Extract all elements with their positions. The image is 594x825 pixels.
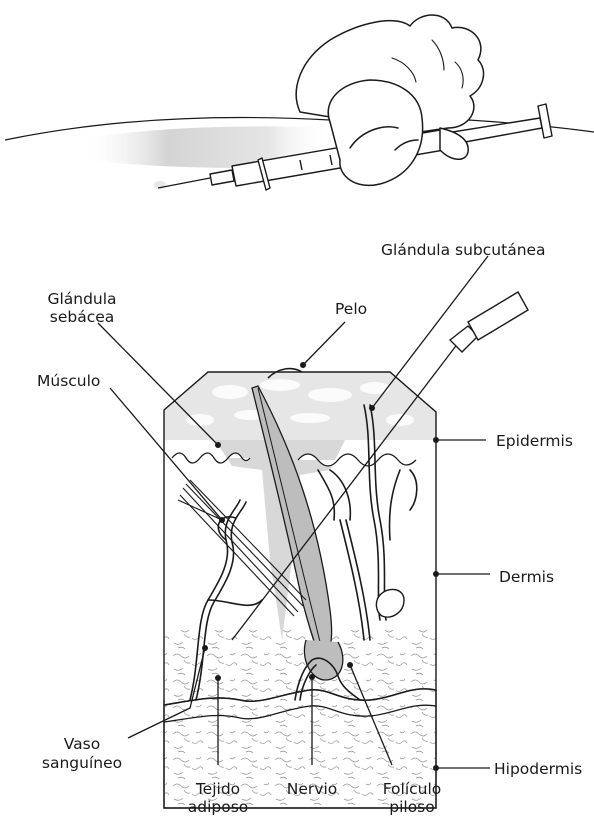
- label-nerve: Nervio: [287, 780, 337, 799]
- label-adipose-line2: adiposo: [188, 798, 249, 817]
- label-adipose-line1: Tejido: [196, 780, 240, 799]
- label-blood-vessel-line2: sanguíneo: [42, 754, 122, 773]
- label-blood-vessel-line1: Vaso: [64, 735, 100, 754]
- label-hypodermis: Hipodermis: [494, 760, 582, 779]
- label-hair: Pelo: [335, 300, 367, 319]
- label-follicle-line1: Folículo: [383, 780, 442, 799]
- label-sebaceous-gland-line1: Glándula: [47, 290, 116, 309]
- label-sebaceous-gland-line2: sebácea: [50, 308, 115, 327]
- label-subcutaneous-gland: Glándula subcutánea: [381, 241, 546, 260]
- label-epidermis: Epidermis: [496, 432, 573, 451]
- label-dermis: Dermis: [499, 568, 554, 587]
- epidermis-layer: [164, 372, 436, 440]
- label-muscle: Músculo: [37, 372, 100, 391]
- label-follicle-line2: piloso: [389, 798, 435, 817]
